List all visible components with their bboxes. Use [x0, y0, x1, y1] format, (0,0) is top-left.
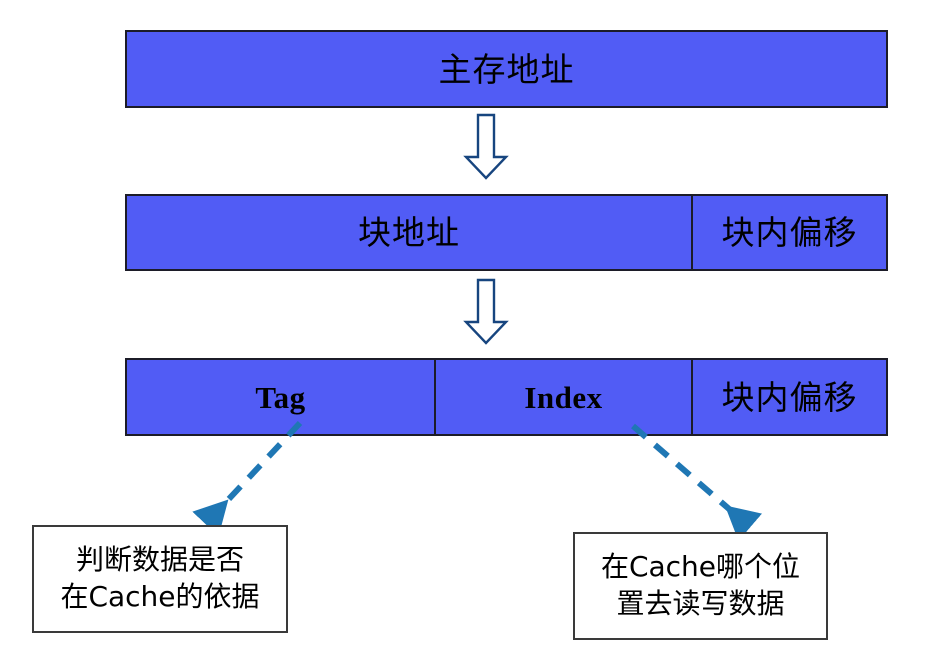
tag-callout-line-1: 判断数据是否 [75, 543, 244, 577]
segment-main-address: 主存地址 [438, 49, 575, 89]
tag-callout: 判断数据是否 在Cache的依据 [32, 525, 288, 633]
block-address-row: 块地址 块内偏移 [125, 194, 888, 271]
index-callout-line-2: 置去读写数据 [616, 587, 785, 620]
dashed-arrow-index-icon [631, 423, 763, 541]
segment-block-offset: 块内偏移 [691, 196, 886, 269]
index-callout-line-1: 在Cache哪个位 [600, 550, 801, 584]
segment-block-address: 块地址 [358, 213, 460, 252]
index-callout: 在Cache哪个位 置去读写数据 [573, 532, 828, 640]
segment-index: Index [434, 360, 691, 434]
segment-block-offset: 块内偏移 [691, 360, 886, 434]
main-address-row: 主存地址 [125, 30, 888, 108]
tag-callout-line-2: 在Cache的依据 [60, 580, 260, 613]
dashed-arrow-tag-icon [192, 420, 303, 537]
fields-row: Tag Index 块内偏移 [125, 358, 888, 436]
block-arrow-down-icon [463, 278, 509, 345]
segment-tag: Tag [255, 379, 306, 415]
block-arrow-down-icon [463, 113, 509, 180]
